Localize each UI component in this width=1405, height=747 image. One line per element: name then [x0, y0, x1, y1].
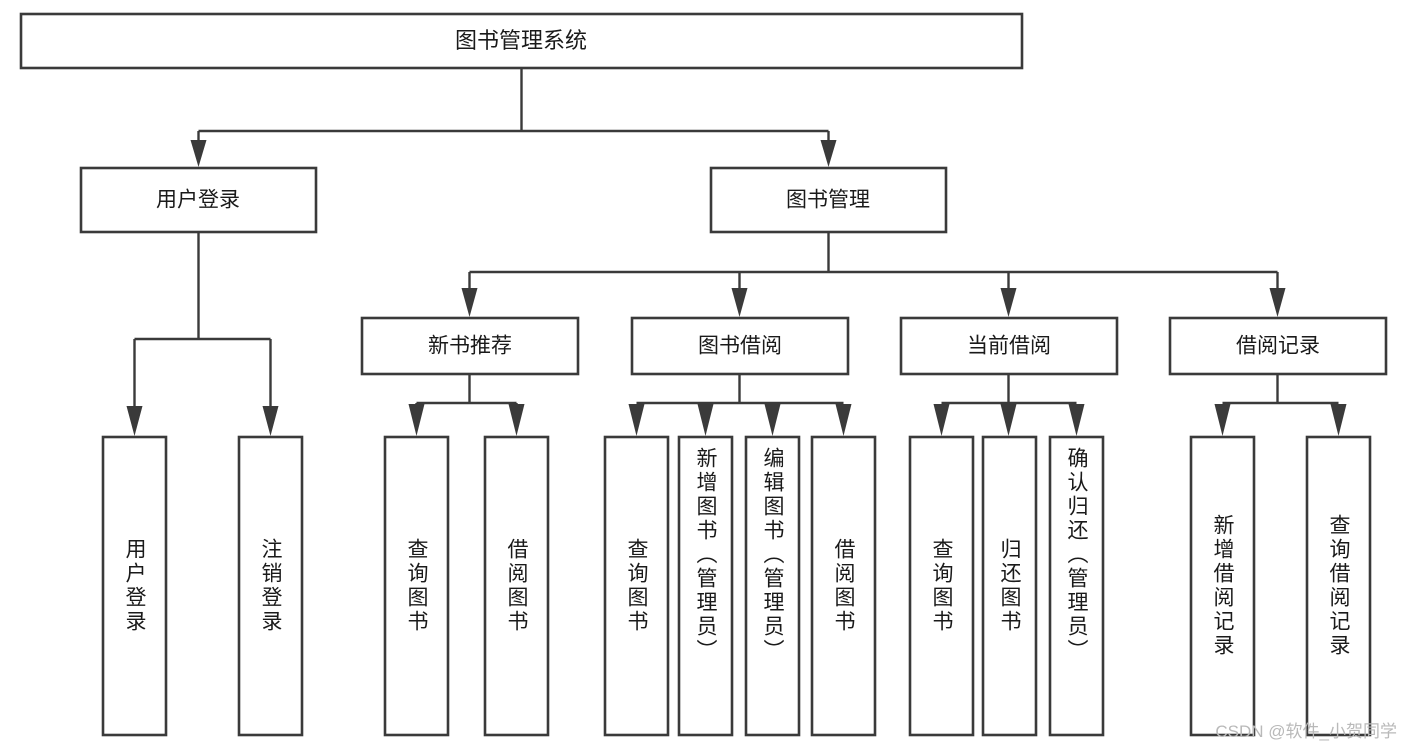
- node-new-book-recommend-label: 新书推荐: [428, 335, 512, 358]
- arrowhead-leaf-return-book: [1000, 404, 1017, 436]
- node-new-book-recommend-box[interactable]: [360, 316, 580, 376]
- node-current-borrow-box[interactable]: [899, 316, 1119, 376]
- arrowhead-leaf-user-login: [126, 406, 143, 436]
- arrowhead-current-borrow: [1000, 288, 1017, 317]
- arrowhead-leaf-confirm-return: [1068, 404, 1085, 436]
- arrowhead-borrow-record: [1269, 288, 1286, 317]
- node-book-borrow-box[interactable]: [630, 316, 850, 376]
- node-leaf-logout-login-box[interactable]: [237, 435, 304, 737]
- arrowhead-book-management: [820, 140, 837, 167]
- node-leaf-return-book-box[interactable]: [981, 435, 1038, 737]
- node-user-login-label: 用户登录: [156, 189, 240, 212]
- node-book-management-label: 图书管理: [786, 189, 870, 212]
- arrowhead-book-borrow: [731, 288, 748, 317]
- arrowhead-leaf-query-book-1: [408, 404, 425, 436]
- connector-layer: [126, 68, 1347, 436]
- node-leaf-query-record-box[interactable]: [1305, 435, 1372, 737]
- arrowhead-leaf-query-book-2: [628, 404, 645, 436]
- arrowhead-leaf-query-book-3: [933, 404, 950, 436]
- node-root-label: 图书管理系统: [455, 28, 587, 53]
- node-leaf-add-book-box[interactable]: [677, 435, 734, 737]
- arrowhead-leaf-borrow-book-2: [835, 404, 852, 436]
- node-layer: 图书管理系统 用户登录 图书管理 新书推荐 图书借阅 当前借阅 借阅记录: [19, 12, 1388, 737]
- node-current-borrow-label: 当前借阅: [967, 335, 1051, 358]
- node-leaf-borrow-book-1-box[interactable]: [483, 435, 550, 737]
- arrowhead-leaf-add-record: [1214, 404, 1231, 436]
- node-leaf-confirm-return-box[interactable]: [1048, 435, 1105, 737]
- node-leaf-user-login-box[interactable]: [101, 435, 168, 737]
- node-borrow-record-box[interactable]: [1168, 316, 1388, 376]
- node-leaf-query-book-2-box[interactable]: [603, 435, 670, 737]
- node-root-box[interactable]: [19, 12, 1024, 70]
- arrowhead-leaf-edit-book: [764, 404, 781, 436]
- arrowhead-leaf-logout-login: [262, 406, 279, 436]
- node-leaf-edit-book-box[interactable]: [744, 435, 801, 737]
- arrowhead-new-book-recommend: [461, 288, 478, 317]
- node-user-login-box[interactable]: [79, 166, 318, 234]
- node-book-borrow-label: 图书借阅: [698, 335, 782, 358]
- arrowhead-user-login: [190, 140, 207, 167]
- node-leaf-add-record-box[interactable]: [1189, 435, 1256, 737]
- node-leaf-query-book-3-box[interactable]: [908, 435, 975, 737]
- node-book-management-box[interactable]: [709, 166, 948, 234]
- arrowhead-leaf-add-book: [697, 404, 714, 436]
- arrowhead-leaf-borrow-book-1: [508, 404, 525, 436]
- arrowhead-leaf-query-record: [1330, 404, 1347, 436]
- node-leaf-query-book-1-box[interactable]: [383, 435, 450, 737]
- node-leaf-borrow-book-2-box[interactable]: [810, 435, 877, 737]
- node-borrow-record-label: 借阅记录: [1236, 335, 1320, 358]
